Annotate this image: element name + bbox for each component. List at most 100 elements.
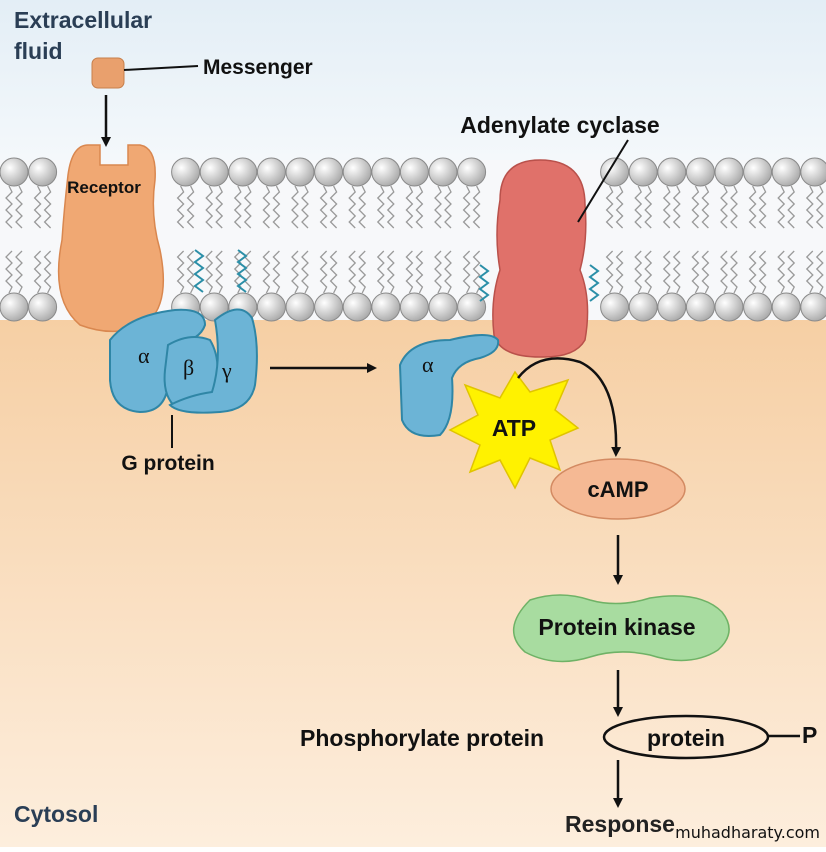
lipid-tail [376,185,385,229]
lipid-tail [215,185,224,229]
lipid-tail [462,250,471,294]
lipid-head [743,157,773,187]
lipid-tail [662,250,671,294]
lipid-head [600,157,630,187]
g-protein [109,308,258,414]
messenger-molecule [91,57,125,89]
lipid-tail [243,185,252,229]
phosphorylate-protein-label: Phosphorylate protein [300,725,544,751]
lipid-tail [777,250,786,294]
lipid-head [800,292,826,322]
lipid-tail [644,185,653,229]
alpha-label: α [138,343,150,368]
lipid-tail [348,250,357,294]
watermark: muhadharaty.com [675,823,820,842]
lipid-head [342,157,372,187]
lipid-head [342,292,372,322]
lipid-tail [720,250,728,294]
activated-alpha-subunit [398,334,500,437]
lipid-tail [186,250,195,294]
lipid-head [714,292,744,322]
phosphate-label: P [802,722,817,748]
lipid-tail [329,185,338,229]
lipid-head [714,157,744,187]
lipid-tail [5,185,13,229]
activated-alpha-label: α [422,352,434,377]
lipid-head [228,157,258,187]
lipid-head [600,292,630,322]
lipid-tail [176,250,185,294]
camp-molecule [550,458,686,520]
lipid-head [771,157,801,187]
atp-label: ATP [492,415,536,441]
lipid-head [685,292,715,322]
lipid-tail [215,250,224,294]
lipid-tail [262,185,271,229]
lipid-tail [15,250,23,294]
lipid-tail [405,185,414,229]
lipid-head [0,292,29,322]
lipid-tail [186,185,195,229]
lipid-tail [319,250,328,294]
lipid-tail [691,185,700,229]
lipid-tail [301,250,309,294]
lipid-head [657,157,687,187]
lipid-head [256,292,286,322]
lipid-tail [701,250,710,294]
lipid-tail [805,250,814,294]
lipid-tail [376,250,385,294]
lipid-tail [291,185,299,229]
lipid-head [399,157,429,187]
lipid-head [285,157,315,187]
lipid-tail [444,185,452,229]
lipid-head [371,292,401,322]
g-protein-label: G protein [121,452,214,475]
lipid-head [314,292,344,322]
lipid-head [428,292,458,322]
response-label: Response [565,811,675,837]
lipid-tail [43,185,52,229]
atp-burst [448,370,580,490]
lipid-tail [605,185,614,229]
lipid-tail [386,185,395,229]
lipid-tail [730,185,738,229]
lipid-tail [272,250,281,294]
adenylate-cyclase-protein [492,159,589,358]
lipid-head [457,292,487,322]
lipid-tail [358,185,367,229]
lipid-tail [472,250,481,294]
lipid-tail [634,250,643,294]
lipid-anchors [193,249,600,302]
lipid-head [743,292,773,322]
lipid-tail [615,185,624,229]
lipid-head [256,157,286,187]
lipid-tail [233,250,242,294]
lipid-tail [672,250,681,294]
lipid-tail [348,185,357,229]
lipid-tail [720,185,728,229]
lipid-tail [291,250,299,294]
receptor-protein [57,144,165,333]
receptor-label: Receptor [67,178,141,197]
lipid-head [685,157,715,187]
lipid-head [28,157,58,187]
lipid-head [628,157,658,187]
protein-kinase-label: Protein kinase [538,614,695,640]
gamma-label: γ [221,358,232,383]
lipid-tail [15,185,23,229]
lipid-tail [672,185,681,229]
cytosol-label: Cytosol [14,801,98,827]
lipid-tail [748,185,757,229]
lipid-tail [415,250,424,294]
lipid-head [371,157,401,187]
camp-label: cAMP [587,477,648,502]
lipid-head [28,292,58,322]
lipid-tail [787,250,796,294]
lipid-head [457,157,487,187]
lipid-tail [272,185,281,229]
lipid-tail [462,185,471,229]
lipid-tail [434,250,442,294]
lipid-tail [205,185,214,229]
lipid-tail [730,250,738,294]
